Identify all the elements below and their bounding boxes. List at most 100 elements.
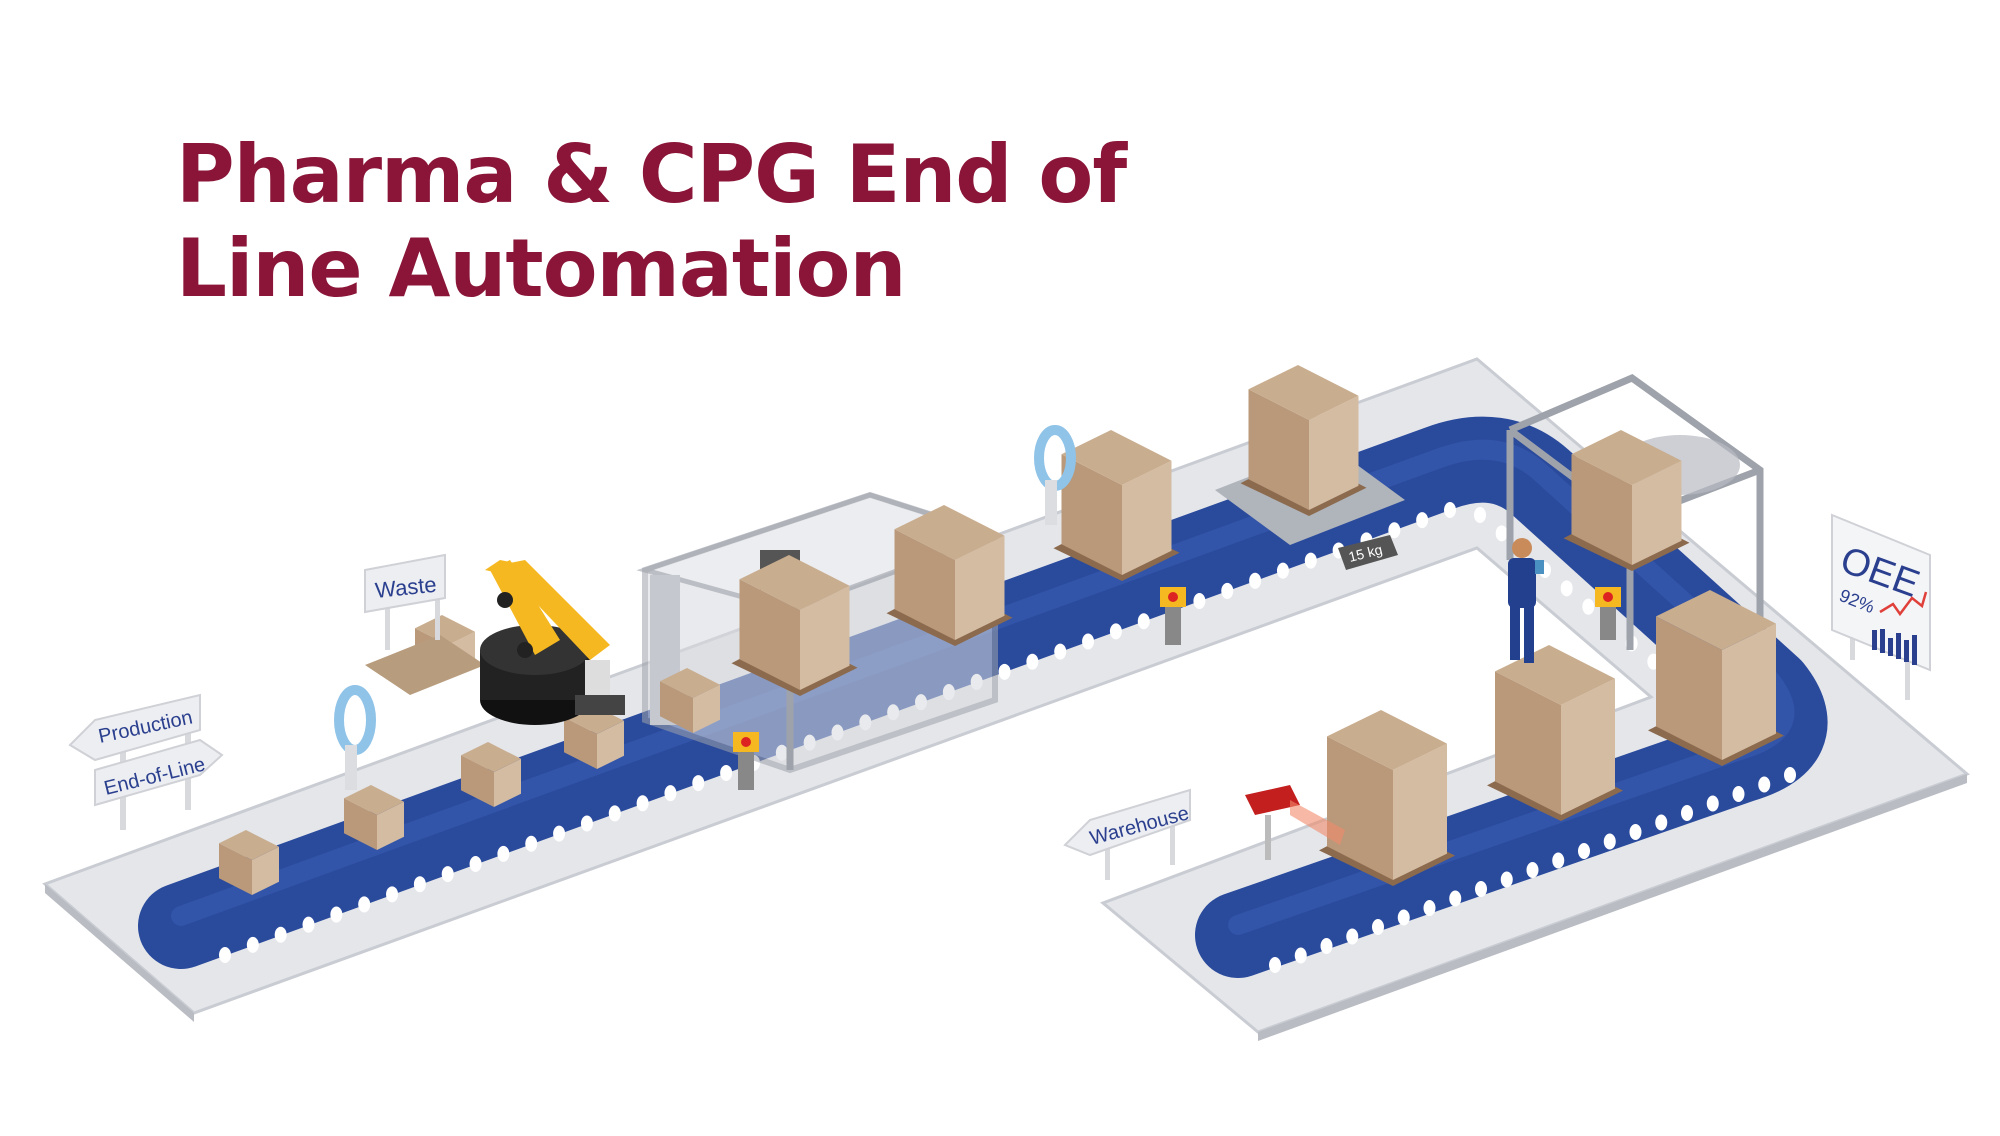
oee-bar [1880,629,1885,653]
cardboard-box [1563,430,1690,571]
roller-dot [580,815,593,832]
roller-dot [553,825,566,842]
oee-bar [1872,630,1877,650]
title-line-2: Line Automation [176,222,906,315]
roller-dot [608,805,621,822]
roller-dot [358,896,371,913]
cardboard-box [1648,590,1784,766]
roller-dot [1423,900,1436,916]
cardboard-box [660,668,720,733]
roller-dot [469,855,482,872]
roller-dot [1655,814,1668,831]
roller-dot [636,795,649,812]
waste-sign: Waste [364,553,446,650]
title-line-1: Pharma & CPG End of [176,128,1127,221]
production-sign: Production End-of-Line [68,693,224,830]
tape-dispenser-1 [334,685,376,790]
roller-dot [1495,525,1508,542]
roller-dot [1388,522,1401,539]
roller-dot [1629,824,1642,840]
roller-dot [1397,909,1410,926]
sensor-post-1 [733,732,759,790]
cardboard-box [886,505,1013,646]
oee-bar [1912,635,1917,665]
cardboard-box [1487,645,1623,821]
roller-dot [1526,862,1539,878]
roller-dot [1276,562,1289,579]
cardboard-box [564,704,624,769]
roller-dot [720,764,733,781]
oee-trend-line [1879,591,1928,617]
roller-dot [1026,653,1039,670]
scale-readout: 15 kg [1338,535,1398,570]
roller-dot [1758,776,1771,793]
roller-dot [1603,833,1616,850]
oee-bar [1896,633,1901,659]
cardboard-box [731,555,858,696]
roller-dot [1732,786,1745,802]
roller-dot [1500,871,1513,888]
roller-dot [1560,580,1573,597]
sensor-post-2 [1160,587,1186,645]
roller-dot [1706,795,1719,812]
roller-dot [441,866,454,883]
roller-dot [1449,890,1462,907]
roller-dot [386,886,399,903]
roller-dot [1109,623,1122,640]
roller-dot [413,876,426,893]
waste-pallet [365,635,485,695]
roller-dot [1294,947,1307,964]
roller-dot [1582,598,1595,615]
roller-dot [1552,852,1565,869]
oee-board: OEE 92% [1831,513,1931,700]
barcode-scanner [1245,785,1345,860]
operator-figure [1508,538,1544,663]
roller-dot [1054,643,1067,660]
roller-dot [219,947,231,963]
roller-dot [1416,512,1429,529]
roller-dot [525,835,538,852]
roller-dot [1193,593,1206,610]
roller-dot [1784,767,1796,783]
roller-dot [1444,502,1456,518]
roller-dot [1221,582,1234,599]
roller-dot [330,906,343,923]
roller-dot [1082,633,1095,650]
roller-dot [1304,552,1317,569]
roller-dot [274,926,287,943]
cardboard-box [1240,365,1367,516]
roller-dot [246,936,259,953]
roller-dot [1372,919,1384,935]
roller-dot [1346,928,1359,945]
roller-dot [1474,507,1486,523]
roller-dot [692,775,705,792]
roller-dot [1320,938,1333,954]
tape-dispenser-2 [1034,425,1076,525]
oee-bar-chart [1872,629,1917,665]
cardboard-box [219,830,279,895]
robot-arm [480,560,625,725]
roller-dot [1269,957,1281,973]
oee-bar [1904,640,1909,662]
roller-dot [664,785,677,802]
oee-bar [1888,638,1893,656]
roller-dot [1249,572,1262,589]
roller-dot [1681,805,1693,821]
floor-platform-edge [45,884,194,1022]
roller-dot [998,663,1011,680]
roller-dot [1137,613,1150,630]
cardboard-box [1053,430,1180,581]
cardboard-box [461,742,521,807]
cardboard-box [344,785,404,850]
roller-dot [1578,843,1590,859]
warehouse-sign: Warehouse [1063,788,1191,880]
page-title: Pharma & CPG End of Line Automation [176,128,1127,316]
sensor-post-3 [1595,587,1621,640]
roller-dot [302,916,315,933]
floor-platform-edge-right [1258,774,1967,1041]
cardboard-box [1319,710,1455,886]
conveyor-rollers [219,502,1796,973]
roller-dot [497,845,510,862]
